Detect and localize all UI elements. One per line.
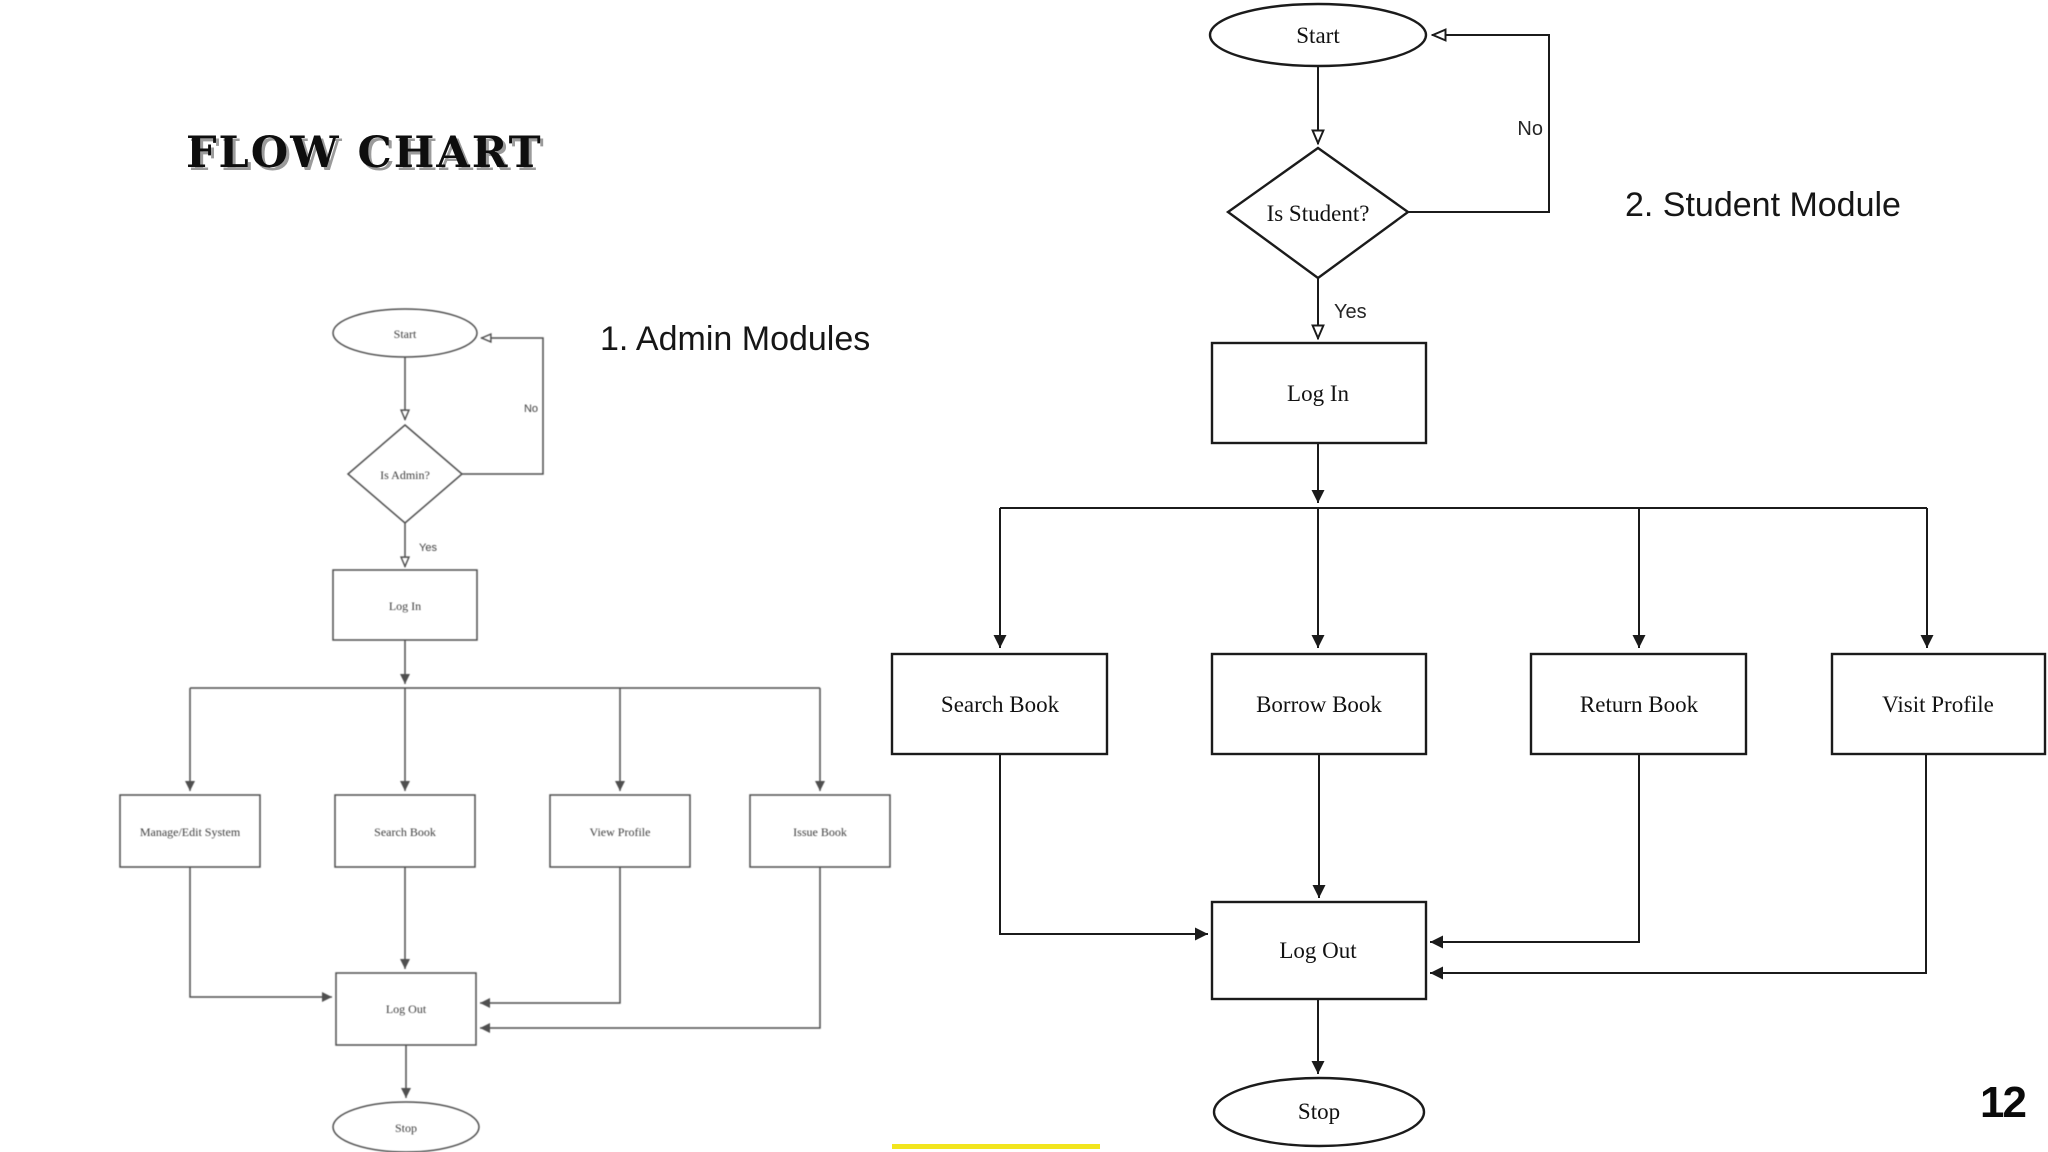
- student-branch4-box: [1830, 652, 2047, 756]
- admin-branch3-label: View Profile: [590, 825, 651, 839]
- page-title: FLOW CHART: [186, 128, 543, 178]
- student-stop-ellipse: [1212, 1076, 1426, 1148]
- admin-branch1-box: [119, 794, 261, 868]
- student-branch1-box: [890, 652, 1109, 756]
- student-chart-caption: 2. Student Module: [1625, 186, 1901, 224]
- student-stop-label: Stop: [1298, 1099, 1340, 1124]
- student-login-label: Log In: [1287, 381, 1349, 406]
- admin-stop-label: Stop: [395, 1121, 417, 1135]
- admin-decision-diamond: [346, 424, 464, 524]
- admin-login-label: Log In: [389, 599, 421, 613]
- student-start-label: Start: [1296, 23, 1340, 48]
- student-decision-diamond: [1225, 146, 1411, 280]
- student-logout-label: Log Out: [1279, 938, 1357, 963]
- admin-branch4-box: [749, 794, 891, 868]
- highlight-underline: [892, 1144, 1100, 1149]
- admin-flowchart: Start Is Admin? No Yes Log In Manage/Edi…: [119, 308, 891, 1152]
- admin-branch2-box: [334, 794, 476, 868]
- student-edge-branch1-logout: [999, 754, 1208, 941]
- admin-login-box: [332, 569, 478, 641]
- student-edge-branch4-logout: [1430, 754, 1927, 980]
- admin-start-ellipse: [332, 308, 478, 358]
- admin-edge-no-loop: [462, 338, 544, 475]
- admin-logout-label: Log Out: [386, 1002, 427, 1016]
- page-number: 12: [1980, 1078, 2027, 1127]
- student-yes-label: Yes: [1334, 301, 1367, 323]
- student-logout-box: [1210, 900, 1428, 1001]
- student-edge-branch3-logout: [1430, 754, 1640, 949]
- admin-logout-box: [335, 972, 477, 1046]
- admin-branch1-label: Manage/Edit System: [140, 825, 241, 839]
- admin-yes-label: Yes: [419, 542, 437, 554]
- admin-edge-branch1-logout: [189, 867, 332, 1002]
- admin-no-label: No: [524, 403, 538, 415]
- student-login-box: [1210, 341, 1428, 445]
- admin-decision-label: Is Admin?: [380, 468, 430, 482]
- student-branch2-box: [1210, 652, 1428, 756]
- admin-branch4-label: Issue Book: [793, 825, 847, 839]
- admin-chart-caption: 1. Admin Modules: [600, 320, 871, 358]
- student-branch3-box: [1529, 652, 1748, 756]
- student-no-label: No: [1517, 118, 1543, 140]
- admin-start-label: Start: [394, 327, 417, 341]
- student-branch1-label: Search Book: [941, 692, 1060, 717]
- student-edge-no-loop: [1408, 35, 1550, 213]
- student-flowchart: Start Is Student? No Yes Log In Search B…: [890, 2, 2047, 1148]
- admin-branch3-box: [549, 794, 691, 868]
- student-start-ellipse: [1208, 2, 1428, 68]
- admin-edge-branch3-logout: [480, 867, 621, 1008]
- student-branch3-label: Return Book: [1580, 692, 1699, 717]
- student-branch4-label: Visit Profile: [1882, 692, 1994, 717]
- admin-edge-branch4-logout: [480, 867, 821, 1033]
- admin-stop-ellipse: [332, 1101, 480, 1152]
- student-branch2-label: Borrow Book: [1256, 692, 1382, 717]
- admin-branch2-label: Search Book: [374, 825, 436, 839]
- student-decision-label: Is Student?: [1267, 201, 1370, 226]
